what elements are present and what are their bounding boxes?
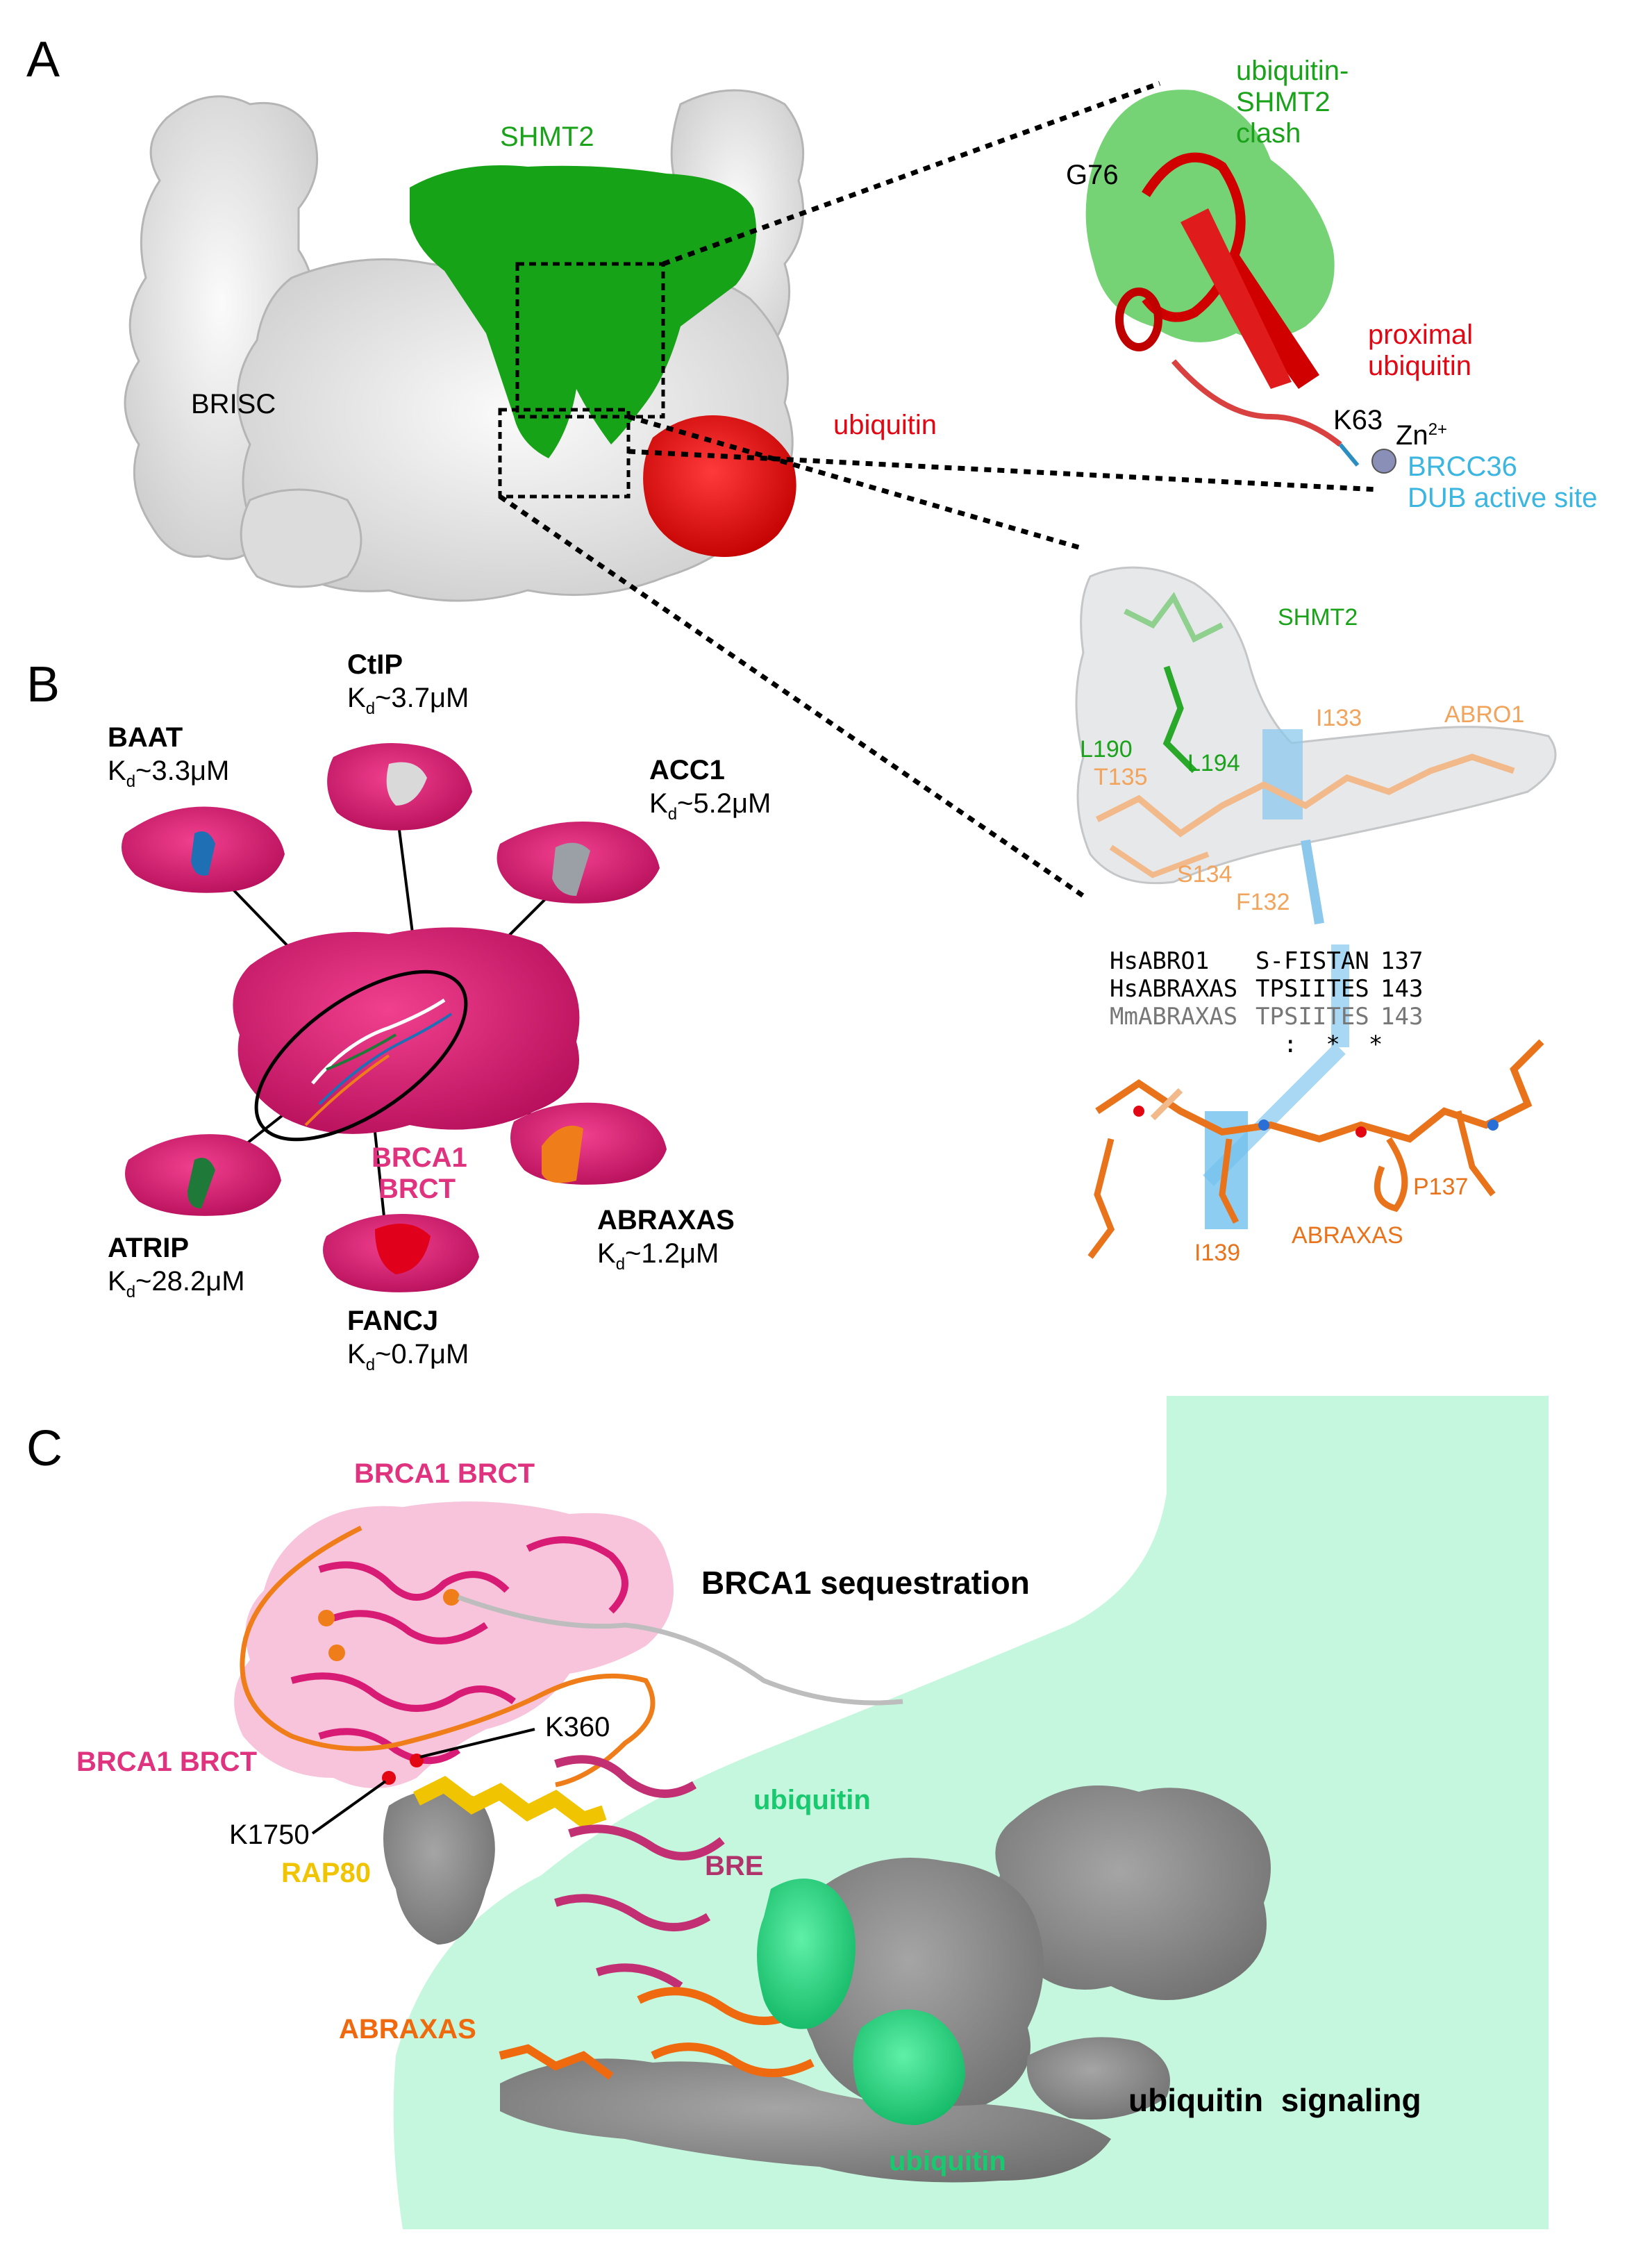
partner-kd-atrip: Kd~28.2μM	[108, 1266, 245, 1301]
alignment-seq-1: TPSIITES	[1255, 975, 1369, 1003]
partner-abraxas	[510, 1102, 667, 1185]
partner-kd-acc1: Kd~5.2μM	[649, 788, 771, 824]
alignment-name-0: HsABRO1	[1110, 947, 1209, 975]
center-label-1: BRCA1	[372, 1142, 467, 1173]
panel-a: A SHMT2 BRISC ubiquitin	[26, 32, 1597, 1266]
partner-name-baat: BAAT	[108, 722, 183, 753]
label-l194: L194	[1187, 750, 1240, 776]
label-brca1-brct-top: BRCA1 BRCT	[354, 1458, 535, 1489]
label-brisc: BRISC	[191, 389, 276, 419]
partner-kd-ctip: Kd~3.7μM	[347, 683, 469, 718]
label-k1750: K1750	[229, 1820, 310, 1850]
alignment-num-2: 143	[1380, 1003, 1423, 1031]
grey-linker	[457, 1595, 903, 1706]
partner-baat	[122, 806, 285, 893]
ubiquitin-density	[643, 415, 796, 557]
panel-c-letter: C	[26, 1421, 62, 1476]
label-f132: F132	[1236, 889, 1290, 915]
partner-kd-abraxas: Kd~1.2μM	[597, 1238, 719, 1274]
ubiquitin-bottom-surface	[853, 2009, 965, 2125]
clash-inset	[1085, 90, 1396, 474]
partner-name-acc1: ACC1	[649, 755, 725, 785]
partner-ctip	[327, 743, 472, 831]
label-abraxas: ABRAXAS	[339, 2014, 476, 2045]
partner-kd-fancj: Kd~0.7μM	[347, 1339, 469, 1374]
label-i133: I133	[1316, 705, 1362, 731]
label-abraxas: ABRAXAS	[1292, 1222, 1403, 1249]
zoom-box-upper	[515, 262, 665, 419]
abraxas-tail	[240, 1525, 656, 1788]
label-k360: K360	[545, 1712, 610, 1742]
label-clash-3: clash	[1236, 118, 1301, 149]
binding-site-ellipse	[254, 969, 468, 1142]
alignment-name-2: MmABRAXAS	[1110, 1003, 1237, 1031]
label-p137: P137	[1413, 1174, 1468, 1200]
bre-cartoon	[554, 1755, 725, 1990]
label-brcc36-1: BRCC36	[1408, 451, 1517, 482]
label-sequestration: BRCA1 sequestration	[701, 1565, 1030, 1601]
abraxas-peptide	[1087, 1039, 1544, 1259]
label-detail-shmt2: SHMT2	[1278, 604, 1358, 631]
zoom-connectors	[499, 81, 1379, 898]
rap80-helix	[413, 1776, 607, 1829]
brca1-brct-surface	[234, 1501, 674, 1788]
partner-acc1	[497, 822, 660, 904]
partner-labels: CtIP Kd~3.7μM BAAT Kd~3.3μM ACC1 Kd~5.2μ…	[108, 649, 771, 1374]
signaling-background	[393, 1396, 1549, 2229]
partner-name-ctip: CtIP	[347, 649, 403, 680]
label-clash-1: ubiquitin-	[1236, 56, 1349, 86]
alignment-seq-2: TPSIITES	[1255, 1003, 1369, 1031]
label-brcc36-2: DUB active site	[1408, 483, 1597, 513]
alignment-num-0: 137	[1380, 947, 1423, 975]
center-label-2: BRCT	[378, 1174, 456, 1204]
partner-name-atrip: ATRIP	[108, 1233, 189, 1263]
label-ubiquitin-top: ubiquitin	[753, 1785, 871, 1815]
label-signaling: ubiquitin signaling	[1128, 2082, 1421, 2118]
panel-b-letter: B	[26, 657, 60, 713]
partner-name-fancj: FANCJ	[347, 1306, 438, 1336]
panel-a-letter: A	[26, 32, 60, 88]
sequence-alignment: HsABRO1 S-FISTAN 137 HsABRAXAS TPSIITES …	[1110, 944, 1423, 1058]
label-ubiquitin: ubiquitin	[833, 410, 937, 440]
label-k63: K63	[1333, 405, 1383, 435]
alignment-name-1: HsABRAXAS	[1110, 975, 1237, 1003]
label-t135: T135	[1094, 764, 1148, 790]
label-brca1-brct-left: BRCA1 BRCT	[76, 1747, 257, 1777]
brca1-brct-cartoon	[290, 1536, 628, 1764]
shmt2-density	[410, 165, 757, 458]
alignment-seq-0: S-FISTAN	[1255, 947, 1369, 975]
partner-fancj	[323, 1214, 479, 1292]
alignment-num-1: 143	[1380, 975, 1423, 1003]
panel-c: C	[26, 1396, 1549, 2229]
center-brct-surface	[233, 927, 580, 1134]
label-l190: L190	[1080, 736, 1133, 763]
ubiquitin-top-surface	[757, 1879, 856, 2029]
label-g76: G76	[1066, 160, 1119, 190]
label-proximal-1: proximal	[1368, 319, 1473, 350]
label-bre: BRE	[705, 1851, 763, 1881]
partner-kd-baat: Kd~3.3μM	[108, 756, 229, 791]
label-rap80: RAP80	[281, 1858, 371, 1888]
label-ubiquitin-bottom: ubiquitin	[889, 2146, 1006, 2176]
label-proximal-2: ubiquitin	[1368, 351, 1471, 381]
label-clash-2: SHMT2	[1236, 87, 1330, 117]
interface-inset	[1075, 566, 1557, 925]
partner-atrip	[125, 1134, 281, 1216]
label-i139: I139	[1194, 1240, 1240, 1266]
partner-name-abraxas: ABRAXAS	[597, 1205, 735, 1235]
label-shmt2: SHMT2	[500, 122, 594, 152]
panel-b: B BRCA1 BRCT	[26, 649, 771, 1374]
label-s134: S134	[1177, 861, 1232, 888]
label-abro1: ABRO1	[1444, 701, 1524, 728]
label-zn: Zn2+	[1396, 420, 1447, 451]
